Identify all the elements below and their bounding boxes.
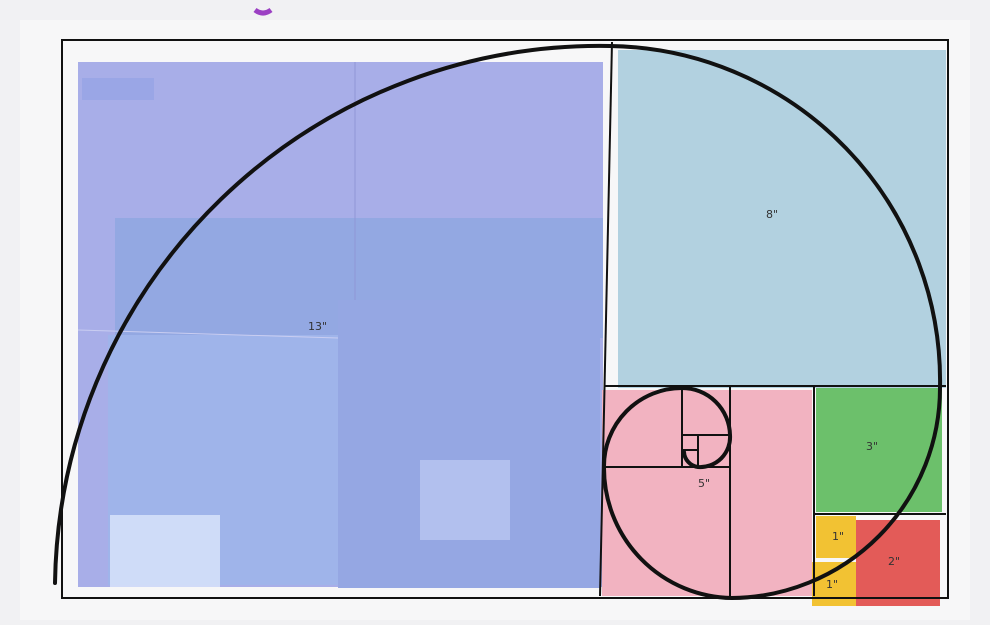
label-8: 8" xyxy=(766,208,778,221)
square-13 xyxy=(78,62,603,588)
purple-mark xyxy=(255,10,271,13)
label-1-top: 1" xyxy=(832,530,844,543)
label-2: 2" xyxy=(888,555,900,568)
label-13: 13" xyxy=(308,320,327,333)
label-3: 3" xyxy=(866,440,878,453)
label-5: 5" xyxy=(698,477,710,490)
label-1-bottom: 1" xyxy=(826,578,838,591)
square-5 xyxy=(602,390,812,596)
square-3 xyxy=(816,388,942,512)
